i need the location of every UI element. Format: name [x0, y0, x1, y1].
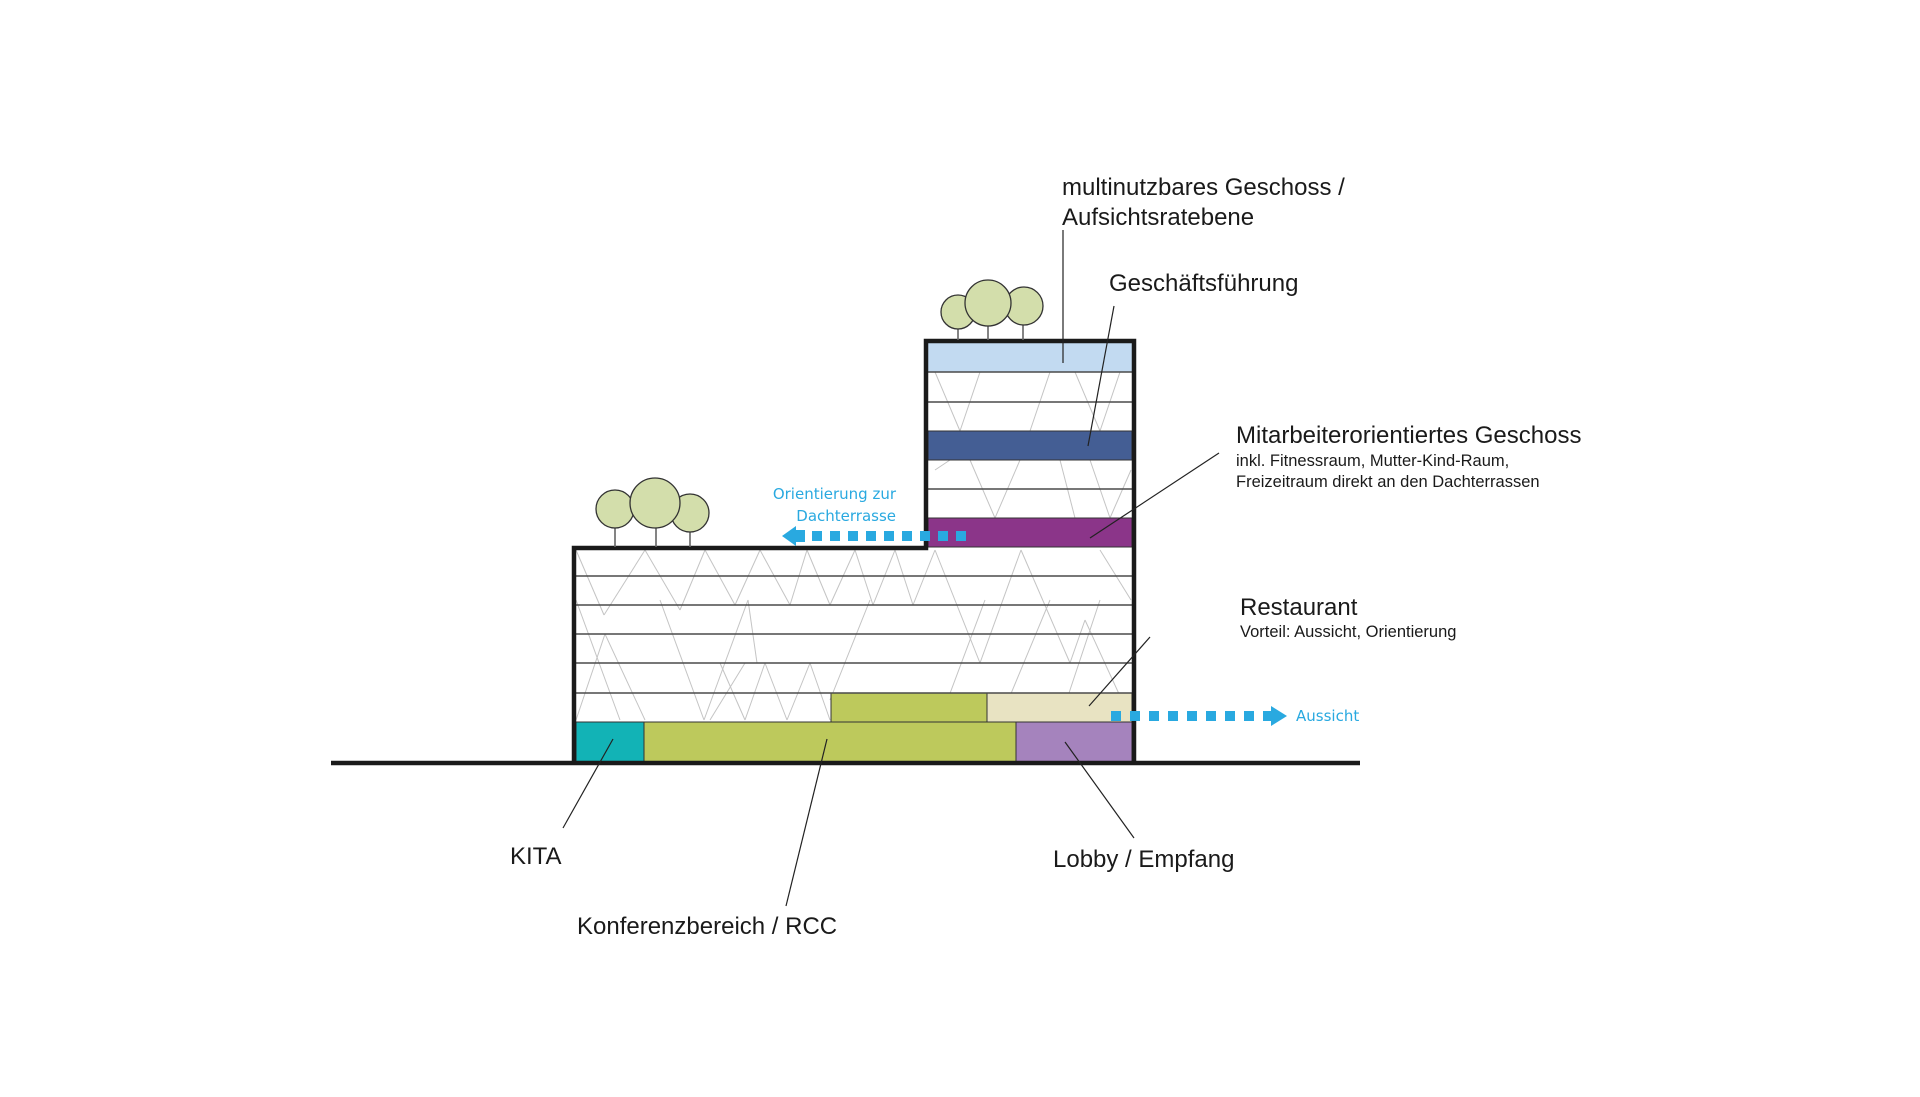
zone-geschaeftsfuehrung: [927, 430, 1133, 461]
trees-tower-roof: [940, 279, 1044, 340]
label-konferenz: Konferenzbereich / RCC: [577, 913, 837, 940]
label-restaurant-title: Restaurant: [1240, 594, 1358, 621]
trees-lower-roof: [595, 477, 710, 547]
label-orientierung-line2: Dachterrasse: [796, 507, 896, 525]
building-outline: [571, 338, 1137, 763]
leader-lines: [562, 230, 1220, 907]
zones: [575, 343, 1133, 763]
label-geschaeftsfuehrung: Geschäftsführung: [1109, 270, 1298, 297]
zone-lobby: [1015, 721, 1133, 763]
arrow-dachterrasse: [782, 526, 966, 546]
zone-konferenz-upper: [830, 692, 988, 723]
label-mitarbeiter-sub1: inkl. Fitnessraum, Mutter-Kind-Raum,: [1236, 452, 1509, 470]
facade-hatching: [575, 371, 1132, 721]
zone-kita: [575, 721, 645, 763]
label-multinutz-line1: multinutzbares Geschoss /: [1062, 174, 1345, 201]
label-orientierung-line1: Orientierung zur: [773, 485, 897, 503]
label-kita: KITA: [510, 843, 562, 870]
tree-icon: [595, 489, 635, 529]
label-restaurant-sub: Vorteil: Aussicht, Orientierung: [1240, 623, 1456, 641]
arrow-right-icon: [1271, 706, 1287, 726]
tree-icon: [964, 279, 1012, 327]
tree-icon: [629, 477, 681, 529]
arrow-left-icon: [782, 526, 796, 546]
arrow-aussicht: [1111, 706, 1287, 726]
label-multinutz-line2: Aufsichtsratebene: [1062, 204, 1254, 231]
label-mitarbeiter-title: Mitarbeiterorientiertes Geschoss: [1236, 422, 1581, 449]
label-aussicht: Aussicht: [1296, 707, 1359, 725]
floor-lines: [576, 371, 1132, 694]
zone-restaurant: [986, 692, 1133, 723]
zone-aufsichtsrat: [928, 343, 1132, 372]
zone-konferenz: [643, 721, 1017, 763]
label-lobby: Lobby / Empfang: [1053, 846, 1234, 873]
label-mitarbeiter-sub2: Freizeitraum direkt an den Dachterrassen: [1236, 473, 1540, 491]
labels: multinutzbares Geschoss / Aufsichtsrateb…: [510, 174, 1581, 940]
